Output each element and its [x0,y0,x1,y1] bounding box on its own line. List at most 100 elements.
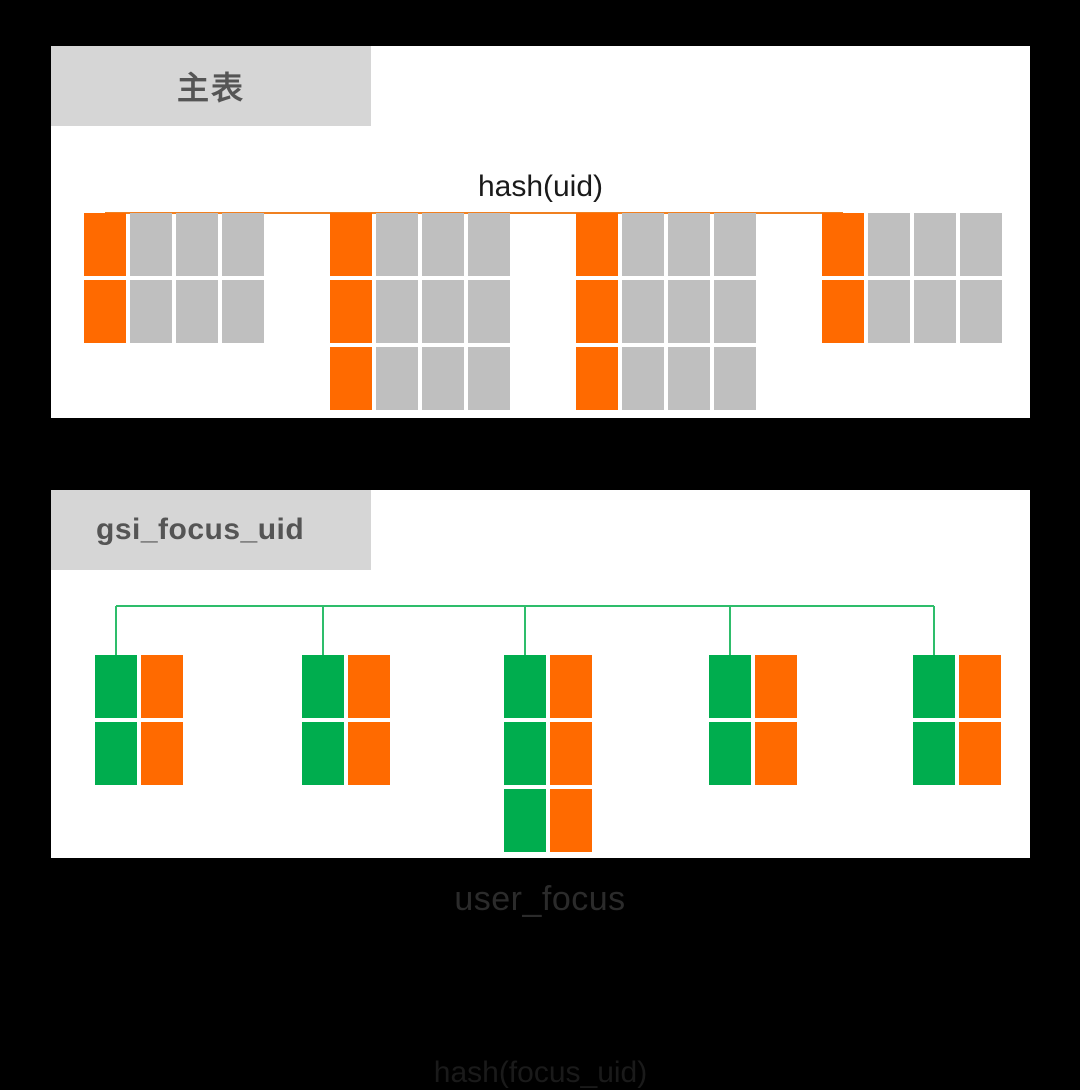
item-cell-attr [422,213,464,276]
item-cell-gsikey [302,722,344,785]
panel-tab-label-main-table: 主表 [176,70,245,106]
item-cell-key [576,213,618,276]
partition-row [504,655,592,718]
partition-main-table-2 [330,213,510,410]
partition-row [302,722,390,785]
partition-row [709,655,797,718]
item-cell-key [576,280,618,343]
item-cell-gsiproj [348,655,390,718]
item-cell-attr [622,280,664,343]
partition-main-table-4 [822,213,1002,343]
panel-main-table: 主表 hash(uid) [51,46,1030,418]
partition-row [822,213,1002,276]
hash-label-focus-uid: hash(focus_uid) [433,1056,648,1089]
item-cell-gsiproj [550,789,592,852]
item-cell-attr [868,280,910,343]
item-cell-attr [714,280,756,343]
item-cell-attr [176,213,218,276]
item-cell-gsikey [709,655,751,718]
partition-row [504,789,592,852]
item-cell-attr [714,213,756,276]
item-cell-attr [622,213,664,276]
item-cell-gsikey [709,722,751,785]
partition-row [95,655,183,718]
item-cell-gsikey [913,655,955,718]
item-cell-attr [468,347,510,410]
item-cell-attr [668,280,710,343]
item-cell-gsiproj [755,655,797,718]
hash-label-uid: hash(uid) [477,170,604,203]
item-cell-gsikey [95,655,137,718]
partition-gsi-focus-uid-3 [504,655,592,852]
item-cell-attr [422,347,464,410]
partition-row [330,280,510,343]
partition-row [84,280,264,343]
item-cell-attr [960,280,1002,343]
item-cell-key [330,347,372,410]
item-cell-attr [668,347,710,410]
item-cell-key [84,280,126,343]
item-cell-attr [222,213,264,276]
partition-gsi-focus-uid-1 [95,655,183,785]
item-cell-attr [468,280,510,343]
item-cell-key [330,280,372,343]
item-cell-attr [868,213,910,276]
partition-row [913,722,1001,785]
panel-tab-label-gsi-focus-uid: gsi_focus_uid [96,513,305,546]
item-cell-gsiproj [550,655,592,718]
item-cell-attr [376,347,418,410]
item-cell-attr [130,213,172,276]
item-cell-attr [668,213,710,276]
partition-row [504,722,592,785]
item-cell-attr [960,213,1002,276]
item-cell-gsikey [95,722,137,785]
partition-row [330,213,510,276]
panel-gsi-focus-uid: gsi_focus_uid hash(focus_uid) [51,490,1030,1089]
item-cell-key [822,280,864,343]
partition-row [95,722,183,785]
item-cell-gsikey [302,655,344,718]
item-cell-attr [714,347,756,410]
item-cell-attr [376,280,418,343]
item-cell-gsiproj [550,722,592,785]
item-cell-key [84,213,126,276]
item-cell-attr [130,280,172,343]
item-cell-gsikey [913,722,955,785]
partition-row [709,722,797,785]
item-cell-gsikey [504,655,546,718]
item-cell-key [576,347,618,410]
item-cell-gsiproj [141,722,183,785]
item-cell-attr [176,280,218,343]
item-cell-key [330,213,372,276]
partition-gsi-focus-uid-5 [913,655,1001,785]
item-cell-gsikey [504,722,546,785]
item-cell-attr [376,213,418,276]
partition-row [576,213,756,276]
item-cell-gsiproj [959,722,1001,785]
item-cell-gsiproj [348,722,390,785]
item-cell-attr [622,347,664,410]
partition-row [822,280,1002,343]
panel-tab-gsi-focus-uid: gsi_focus_uid [51,490,371,570]
item-cell-attr [914,213,956,276]
item-cell-gsikey [504,789,546,852]
item-cell-gsiproj [141,655,183,718]
item-cell-attr [222,280,264,343]
diagram-caption: user_focus [454,880,626,918]
partition-main-table-1 [84,213,264,343]
partition-gsi-focus-uid-4 [709,655,797,785]
partition-row [913,655,1001,718]
item-cell-key [822,213,864,276]
diagram-canvas: 主表 hash(uid) gsi_focus_uid hash(focus_ui… [51,46,1030,1089]
panel-tab-main-table: 主表 [51,46,371,126]
item-cell-gsiproj [755,722,797,785]
partition-main-table-3 [576,213,756,410]
partition-row [302,655,390,718]
partition-row [84,213,264,276]
partition-row [576,347,756,410]
partition-row [330,347,510,410]
partition-row [576,280,756,343]
partition-gsi-focus-uid-2 [302,655,390,785]
item-cell-attr [914,280,956,343]
item-cell-gsiproj [959,655,1001,718]
